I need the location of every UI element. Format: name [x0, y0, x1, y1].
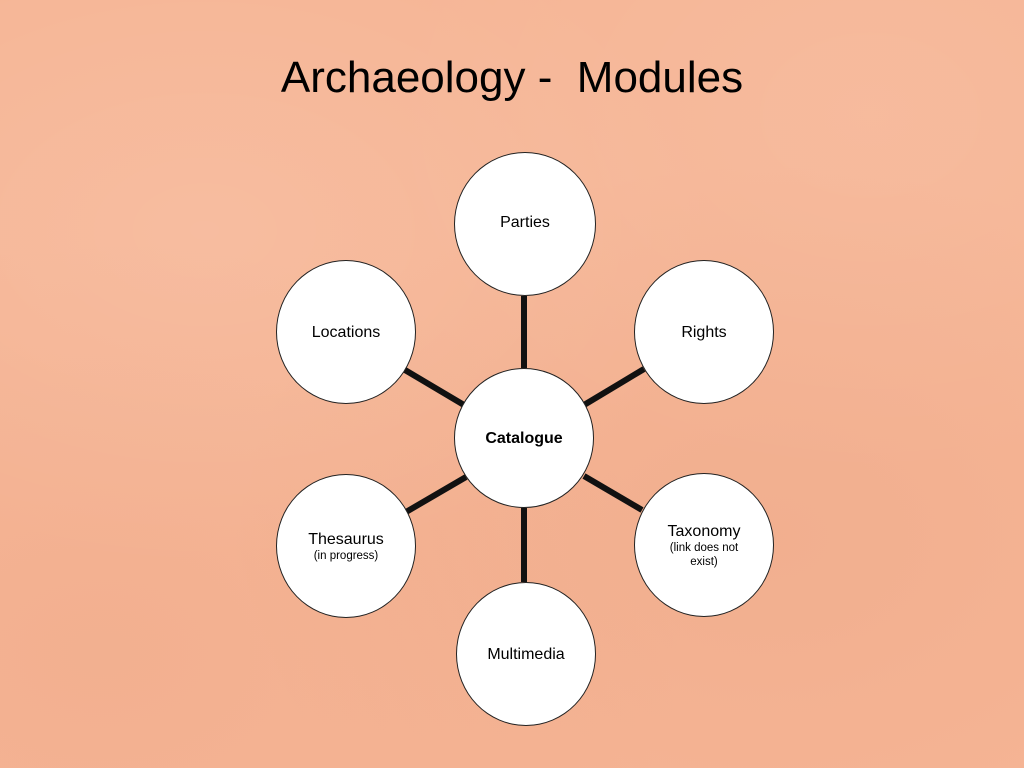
connector-rights — [582, 366, 646, 408]
node-multimedia-label: Multimedia — [487, 645, 565, 663]
node-parties-label: Parties — [500, 213, 550, 231]
node-catalogue: Catalogue — [454, 368, 594, 508]
node-rights-label: Rights — [681, 323, 727, 341]
connector-taxonomy — [582, 473, 644, 513]
node-taxonomy-label: Taxonomy — [667, 522, 741, 540]
node-rights: Rights — [634, 260, 774, 404]
node-catalogue-label: Catalogue — [485, 429, 563, 447]
node-parties: Parties — [454, 152, 596, 296]
connector-locations — [403, 367, 466, 408]
node-locations-label: Locations — [311, 323, 381, 341]
slide-title: Archaeology - Modules — [280, 53, 744, 102]
node-thesaurus-label: Thesaurus — [308, 530, 384, 548]
node-multimedia: Multimedia — [456, 582, 596, 726]
node-locations: Locations — [276, 260, 416, 404]
node-thesaurus-note: (in progress) — [313, 549, 379, 562]
node-thesaurus: Thesaurus (in progress) — [276, 474, 416, 618]
connector-thesaurus — [404, 474, 468, 515]
node-taxonomy: Taxonomy (link does not exist) — [634, 473, 774, 617]
node-taxonomy-note: (link does not exist) — [669, 541, 739, 568]
